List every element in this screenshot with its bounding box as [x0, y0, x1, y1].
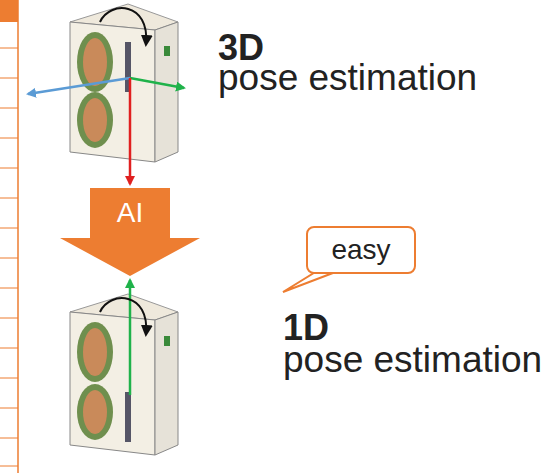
callout-box: easy: [306, 226, 416, 274]
ai-arrow: AI: [60, 188, 200, 276]
arrow-label: AI: [90, 198, 170, 229]
package-1d: [70, 280, 178, 455]
table-fragment: [0, 0, 18, 473]
callout-text: easy: [322, 233, 400, 267]
package-3d: [28, 4, 184, 184]
caption-label: pose estimation: [283, 340, 542, 381]
caption-label: pose estimation: [218, 58, 477, 99]
